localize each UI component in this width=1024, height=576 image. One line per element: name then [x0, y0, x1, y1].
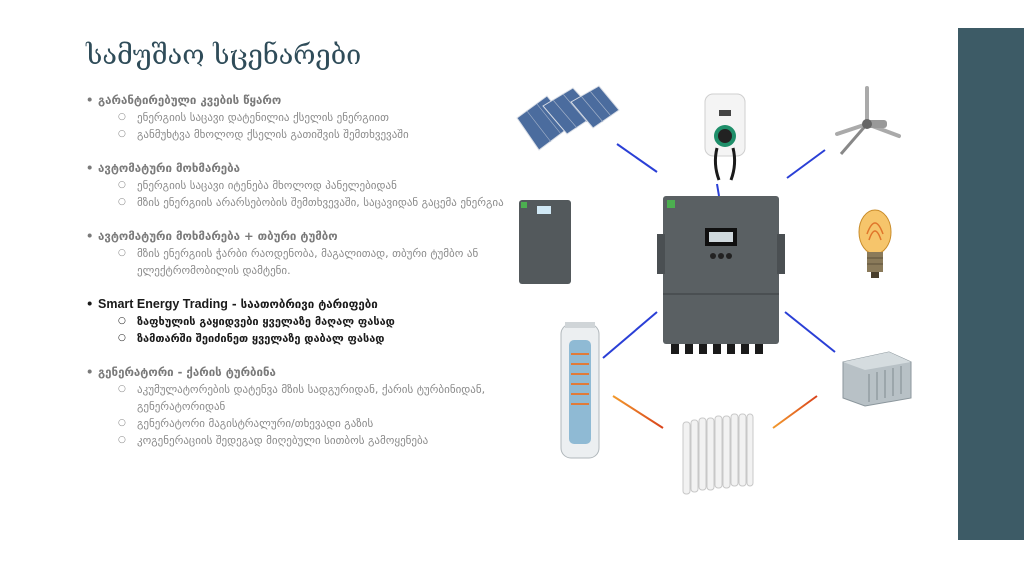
slide-title: სამუშაო სცენარები	[86, 40, 362, 71]
generator-icon	[842, 351, 912, 407]
list-item: გენერატორი მაგისტრალური/თხევადი გაზის	[118, 415, 506, 432]
list-item: მზის ენერგიის ჭარბი რაოდენობა, მაგალითად…	[118, 245, 506, 279]
list-item: აკუმულატორების დატენვა მზის სადგურიდან, …	[118, 381, 506, 415]
wind-turbine-icon	[835, 86, 901, 155]
scenario-heading: •ავტომატური მოხმარება	[86, 161, 241, 175]
link-wind	[786, 149, 826, 179]
scenario-heading: •გარანტირებული კვების წყარო	[86, 93, 282, 107]
scenario-smart-trading: •Smart Energy Trading - საათობრივი ტარიფ…	[86, 296, 506, 347]
list-item: ენერგიის საცავი დატენილია ქსელის ენერგიი…	[118, 109, 506, 126]
list-item: ზაფხულის გაყიდვები ყველაზე მაღალ ფასად	[118, 313, 506, 330]
accent-side-bar	[958, 28, 1024, 540]
scenario-heat-pump: •ავტომატური მოხმარება + თბური ტუმბო მზის…	[86, 228, 506, 279]
radiator-icon	[682, 413, 754, 495]
scenario-heading-text: გენერატორი - ქარის ტურბინა	[98, 365, 276, 379]
list-item: ზამთარში შეიძინეთ ყველაზე დაბალ ფასად	[118, 330, 506, 347]
scenario-heading: •ავტომატური მოხმარება + თბური ტუმბო	[86, 229, 338, 243]
link-generator	[784, 311, 836, 353]
list-item: განმუხტვა მხოლოდ ქსელის გათიშვის შემთხვე…	[118, 126, 506, 143]
scenario-guaranteed-power: •გარანტირებული კვების წყარო ენერგიის საც…	[86, 92, 506, 143]
scenario-auto-consumption: •ავტომატური მოხმარება ენერგიის საცავი იტ…	[86, 160, 506, 211]
link-charger	[716, 183, 720, 197]
link-solar	[616, 143, 658, 173]
energy-system-diagram	[505, 80, 945, 500]
scenario-heading-text: ავტომატური მოხმარება + თბური ტუმბო	[98, 229, 338, 243]
scenario-heading-text: გარანტირებული კვების წყარო	[98, 93, 282, 107]
link-radiator-left	[612, 395, 664, 429]
ev-charger-icon	[704, 93, 746, 181]
water-heater-tank-icon	[560, 322, 600, 459]
scenario-list: •გარანტირებული კვების წყარო ენერგიის საც…	[86, 92, 506, 466]
battery-storage-icon	[519, 200, 571, 284]
scenario-heading: •Smart Energy Trading - საათობრივი ტარიფ…	[86, 297, 378, 311]
light-bulb-icon	[858, 209, 892, 278]
list-item: მზის ენერგიის არარსებობის შემთხვევაში, ს…	[118, 194, 506, 211]
scenario-heading-en: Smart Energy Trading	[98, 297, 228, 311]
solar-panels-icon	[516, 85, 620, 151]
scenario-heading-text: ავტომატური მოხმარება	[98, 161, 241, 175]
link-radiator-right	[772, 395, 818, 429]
connection-lines	[597, 143, 841, 429]
link-tank	[602, 311, 658, 359]
scenario-generator: •გენერატორი - ქარის ტურბინა აკუმულატორებ…	[86, 364, 506, 449]
scenario-heading-text: - საათობრივი ტარიფები	[227, 297, 378, 311]
list-item: ენერგიის საცავი იტენება მხოლოდ პანელებიდ…	[118, 177, 506, 194]
scenario-heading: •გენერატორი - ქარის ტურბინა	[86, 365, 276, 379]
list-item: კოგენერაციის შედეგად მიღებული სითბოს გამ…	[118, 432, 506, 449]
inverter-icon	[657, 196, 785, 354]
